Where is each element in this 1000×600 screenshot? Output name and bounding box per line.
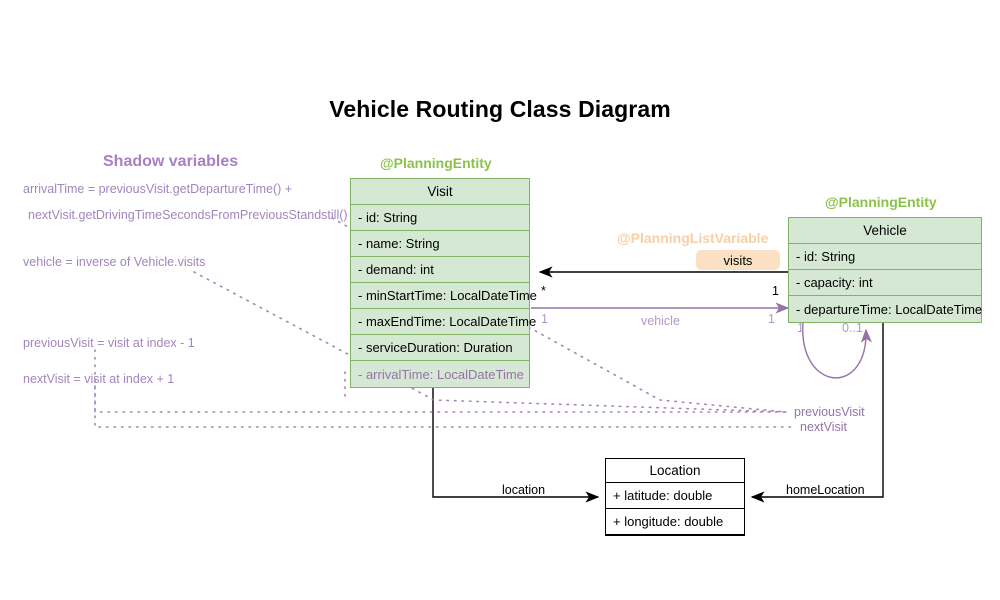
location-attribute-longitude: + longitude: double	[606, 509, 744, 535]
class-box-vehicle[interactable]: Vehicle - id: String - capacity: int - d…	[788, 217, 982, 323]
shadow-variable-nextvisit: nextVisit = visit at index + 1	[23, 372, 175, 386]
shadow-variable-previousvisit: previousVisit = visit at index - 1	[23, 336, 195, 350]
visits-target-multiplicity: 1	[772, 284, 779, 298]
edge-location	[432, 386, 600, 503]
visit-attribute-arrivaltime: - arrivalTime: LocalDateTime	[358, 366, 524, 382]
previous-visit-edge-label: previousVisit	[794, 405, 865, 419]
self-loop-source-multiplicity: 1	[797, 321, 804, 335]
class-box-location[interactable]: Location + latitude: double + longitude:…	[605, 458, 745, 536]
location-class-name: Location	[606, 459, 744, 483]
vehicle-stereotype: @PlanningEntity	[825, 194, 937, 210]
vehicle-attribute-capacity: - capacity: int	[789, 270, 981, 296]
location-edge-label: location	[502, 483, 546, 497]
visit-attribute-name: - name: String	[351, 231, 529, 257]
page-title: Vehicle Routing Class Diagram	[329, 96, 671, 122]
home-location-edge-label: homeLocation	[786, 483, 865, 497]
visit-attribute-demand: - demand: int	[351, 257, 529, 283]
visit-attribute-id: - id: String	[351, 205, 529, 231]
visit-attribute-serviceduration: - serviceDuration: Duration	[351, 335, 529, 361]
location-attribute-latitude: + latitude: double	[606, 483, 744, 509]
next-visit-edge-label: nextVisit	[800, 420, 848, 434]
vehicle-attribute-id: - id: String	[789, 244, 981, 270]
shadow-variable-vehicle: vehicle = inverse of Vehicle.visits	[23, 255, 206, 269]
shadow-variables-title: Shadow variables	[103, 153, 239, 170]
vehicle-class-name: Vehicle	[789, 218, 981, 244]
vehicle-target-multiplicity: 1	[768, 312, 775, 326]
shadow-variable-arrivaltime-line1: arrivalTime = previousVisit.getDeparture…	[23, 182, 293, 196]
vehicle-source-multiplicity: 1	[541, 312, 548, 326]
shadow-variable-arrivaltime-line2: nextVisit.getDrivingTimeSecondsFromPrevi…	[28, 208, 348, 222]
visit-class-name: Visit	[351, 179, 529, 205]
vehicle-edge-label: vehicle	[641, 314, 680, 328]
visits-badge: visits	[696, 250, 780, 270]
self-loop-target-multiplicity: 0..1	[842, 321, 863, 335]
visit-attribute-maxendtime: - maxEndTime: LocalDateTime	[351, 309, 536, 335]
visit-attribute-minstarttime: - minStartTime: LocalDateTime	[351, 283, 537, 309]
vehicle-attribute-departuretime: - departureTime: LocalDateTime	[796, 301, 983, 317]
planning-list-variable-stereotype: @PlanningListVariable	[617, 230, 769, 246]
visits-source-multiplicity: *	[541, 284, 546, 298]
class-box-visit[interactable]: Visit - id: String - name: String - dema…	[350, 178, 537, 388]
visit-stereotype: @PlanningEntity	[380, 155, 492, 171]
